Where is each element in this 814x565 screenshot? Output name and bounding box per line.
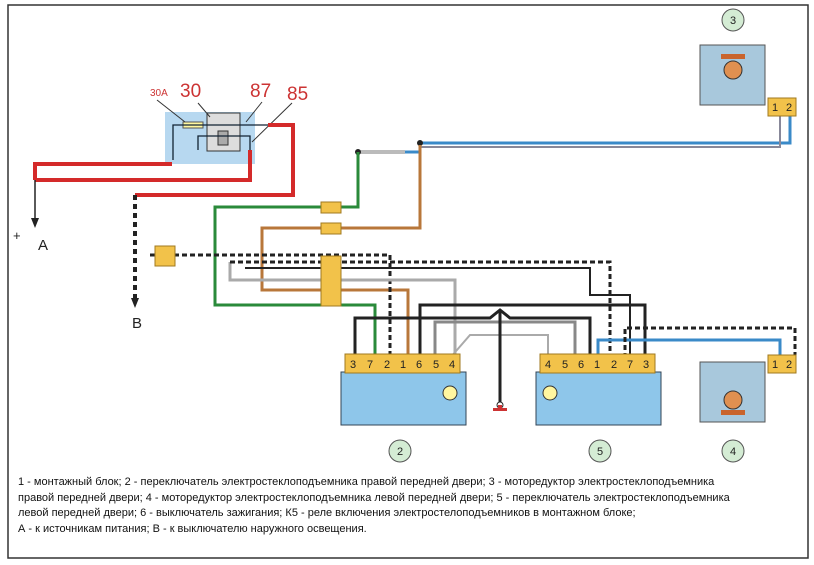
switch5-pin: 2 bbox=[611, 359, 617, 371]
switch2-pin: 4 bbox=[449, 359, 455, 371]
switch5-pin: 5 bbox=[562, 359, 568, 371]
red-wires bbox=[33, 123, 295, 197]
component-label-5: 5 bbox=[597, 446, 603, 458]
label-85: 85 bbox=[287, 84, 308, 105]
legend-caption: 1 - монтажный блок; 2 - переключатель эл… bbox=[18, 475, 798, 537]
switch2-pin: 2 bbox=[384, 359, 390, 371]
switch-2: 3 7 2 1 6 5 4 2 bbox=[340, 353, 467, 463]
motor4-pin-2: 2 bbox=[786, 359, 792, 371]
switch5-pin: 6 bbox=[578, 359, 584, 371]
frame bbox=[7, 4, 809, 559]
component-label-3: 3 bbox=[730, 15, 736, 27]
motor-3: 1 2 3 bbox=[699, 8, 797, 117]
label-87: 87 bbox=[250, 81, 271, 102]
caption-line: правой передней двери; 4 - моторедуктор … bbox=[18, 491, 730, 504]
component-label-2: 2 bbox=[397, 446, 403, 458]
label-b: B bbox=[132, 315, 142, 332]
arrow-a-icon bbox=[31, 218, 39, 228]
switch5-pin: 4 bbox=[545, 359, 551, 371]
switch5-pin: 7 bbox=[627, 359, 633, 371]
motor4-pin-1: 1 bbox=[772, 359, 778, 371]
label-30a: 30А bbox=[150, 88, 168, 99]
connectors bbox=[154, 201, 342, 307]
label-30: 30 bbox=[180, 81, 201, 102]
caption-line: 1 - монтажный блок; 2 - переключатель эл… bbox=[18, 476, 715, 488]
switch2-pin: 1 bbox=[400, 359, 406, 371]
component-label-4: 4 bbox=[730, 446, 736, 458]
caption-line: левой передней двери; 6 - выключатель за… bbox=[18, 507, 636, 519]
arrow-b-icon bbox=[131, 298, 139, 308]
switch2-pin: 5 bbox=[433, 359, 439, 371]
label-a: A bbox=[38, 237, 48, 254]
relay-k5: 30А 30 87 85 bbox=[150, 81, 308, 164]
label-plus: + bbox=[13, 228, 21, 243]
switch2-pin: 3 bbox=[350, 359, 356, 371]
motor3-pin-2: 2 bbox=[786, 102, 792, 114]
switch5-pin: 3 bbox=[643, 359, 649, 371]
switch5-pin: 1 bbox=[594, 359, 600, 371]
switch2-pin: 7 bbox=[367, 359, 373, 371]
caption-line: А - к источникам питания; В - к выключат… bbox=[18, 522, 367, 535]
motor-4: 1 2 4 bbox=[699, 354, 797, 463]
switch2-pin: 6 bbox=[416, 359, 422, 371]
switch-5: 4 5 6 1 2 7 3 5 bbox=[535, 353, 662, 463]
motor3-pin-1: 1 bbox=[772, 102, 778, 114]
